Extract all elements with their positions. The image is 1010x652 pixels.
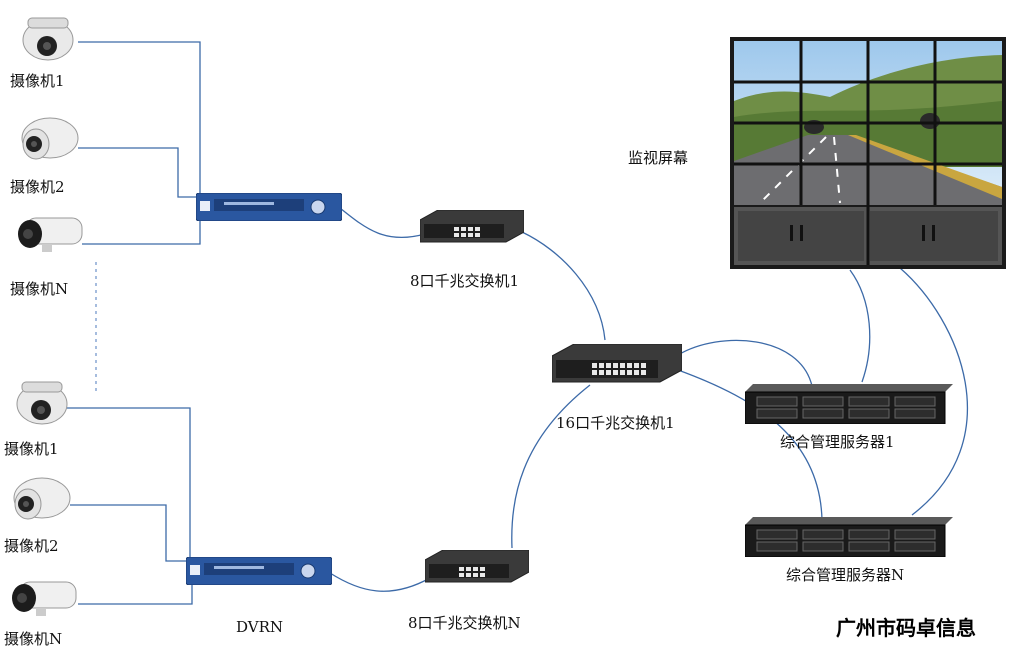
wire-sw16-server1 xyxy=(677,339,813,387)
camera-label-2-top: 摄像机2 xyxy=(10,178,65,196)
switch-label-16: 16口千兆交换机1 xyxy=(556,414,675,432)
wire-wall-serverN xyxy=(899,267,969,516)
dome-camera-icon xyxy=(20,10,76,66)
network-switch-icon xyxy=(419,209,525,252)
wire-sw8-1-sw16 xyxy=(521,231,606,341)
monitor-label: 监视屏幕 xyxy=(628,149,689,167)
server-label-n: 综合管理服务器N xyxy=(786,566,905,584)
box-camera-icon xyxy=(8,214,84,258)
camera-label-n-bottom: 摄像机N xyxy=(4,630,63,648)
wire-cam2-dvrN xyxy=(70,504,188,562)
wire-wall-server1 xyxy=(849,269,871,383)
wire-sw16-serverN xyxy=(677,369,823,521)
dvr-label-bottom: DVRN xyxy=(236,618,284,636)
camera-label-1-bottom: 摄像机1 xyxy=(4,440,59,458)
bullet-camera-icon xyxy=(14,114,80,174)
dome-camera-icon xyxy=(14,374,70,430)
bullet-camera-icon xyxy=(6,474,72,534)
rack-server-icon xyxy=(744,517,953,561)
dvr-device-icon xyxy=(185,556,333,589)
rack-server-icon xyxy=(744,384,953,428)
wire-cam1-dvrN xyxy=(66,407,191,557)
wire-dvr1-sw8-1 xyxy=(339,207,426,239)
dvr-device-icon xyxy=(195,192,343,225)
wire-camN-dvrN xyxy=(78,584,193,605)
wire-cam2-dvr1 xyxy=(78,147,198,198)
switch-label-8-n: 8口千兆交换机N xyxy=(408,614,521,632)
network-switch-icon xyxy=(551,343,683,394)
box-camera-icon xyxy=(2,578,78,622)
network-switch-icon xyxy=(424,549,530,592)
wire-sw8-n-sw16 xyxy=(511,384,591,549)
company-watermark: 广州市码卓信息 xyxy=(836,616,976,640)
wire-dvrN-sw8-n xyxy=(329,572,431,592)
wire-camN-dvr1 xyxy=(82,219,201,245)
camera-label-1-top: 摄像机1 xyxy=(10,72,65,90)
wire-cam1-dvr1 xyxy=(78,41,201,193)
video-wall-icon xyxy=(730,37,1006,273)
switch-label-8-1: 8口千兆交换机1 xyxy=(410,272,520,290)
camera-label-n-top: 摄像机N xyxy=(10,280,69,298)
server-label-1: 综合管理服务器1 xyxy=(780,433,895,451)
camera-label-2-bottom: 摄像机2 xyxy=(4,537,59,555)
